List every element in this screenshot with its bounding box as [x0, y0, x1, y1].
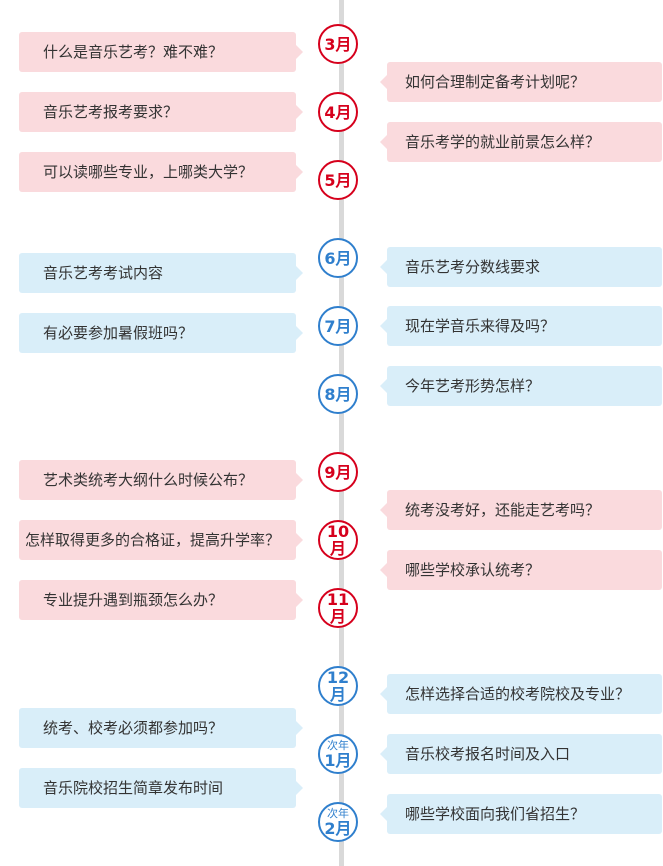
month-label: 11月 — [326, 590, 350, 626]
month-label: 2月 — [324, 818, 352, 838]
month-label: 8月 — [324, 384, 352, 404]
month-label: 5月 — [324, 170, 352, 190]
month-label: 9月 — [324, 462, 352, 482]
question-card[interactable]: 怎样取得更多的合格证，提高升学率？ — [19, 520, 303, 560]
question-card[interactable]: 怎样选择合适的校考院校及专业？ — [380, 674, 662, 714]
month-badge-may: 5月 — [318, 160, 358, 200]
question-card[interactable]: 音乐艺考报考要求？ — [19, 92, 303, 132]
question-card[interactable]: 如何合理制定备考计划呢？ — [380, 62, 662, 102]
month-label: 12月 — [326, 668, 350, 704]
month-label: 6月 — [324, 248, 352, 268]
question-card[interactable]: 音乐艺考考试内容 — [19, 253, 303, 293]
month-badge-october: 10月 — [318, 520, 358, 560]
next-year-label: 次年 — [327, 738, 349, 752]
question-card[interactable]: 音乐校考报名时间及入口 — [380, 734, 662, 774]
question-card[interactable]: 现在学音乐来得及吗？ — [380, 306, 662, 346]
month-badge-december: 12月 — [318, 666, 358, 706]
month-label: 1月 — [324, 750, 352, 770]
month-badge-june: 6月 — [318, 238, 358, 278]
question-card[interactable]: 专业提升遇到瓶颈怎么办？ — [19, 580, 303, 620]
next-year-label: 次年 — [327, 806, 349, 820]
month-label: 10月 — [326, 522, 350, 558]
question-card[interactable]: 可以读哪些专业，上哪类大学？ — [19, 152, 303, 192]
month-badge-november: 11月 — [318, 588, 358, 628]
question-card[interactable]: 哪些学校承认统考？ — [380, 550, 662, 590]
month-badge-july: 7月 — [318, 306, 358, 346]
question-card[interactable]: 音乐艺考分数线要求 — [380, 247, 662, 287]
month-badge-august: 8月 — [318, 374, 358, 414]
month-badge-april: 4月 — [318, 92, 358, 132]
question-card[interactable]: 音乐考学的就业前景怎么样？ — [380, 122, 662, 162]
question-card[interactable]: 艺术类统考大纲什么时候公布？ — [19, 460, 303, 500]
timeline-axis — [339, 0, 344, 866]
question-card[interactable]: 音乐院校招生简章发布时间 — [19, 768, 303, 808]
month-badge-march: 3月 — [318, 24, 358, 64]
question-card[interactable]: 今年艺考形势怎样？ — [380, 366, 662, 406]
question-card[interactable]: 有必要参加暑假班吗？ — [19, 313, 303, 353]
month-label: 3月 — [324, 34, 352, 54]
month-badge-september: 9月 — [318, 452, 358, 492]
question-card[interactable]: 什么是音乐艺考？难不难？ — [19, 32, 303, 72]
question-card[interactable]: 统考、校考必须都参加吗？ — [19, 708, 303, 748]
question-card[interactable]: 统考没考好，还能走艺考吗？ — [380, 490, 662, 530]
month-label: 4月 — [324, 102, 352, 122]
question-card[interactable]: 哪些学校面向我们省招生？ — [380, 794, 662, 834]
month-label: 7月 — [324, 316, 352, 336]
